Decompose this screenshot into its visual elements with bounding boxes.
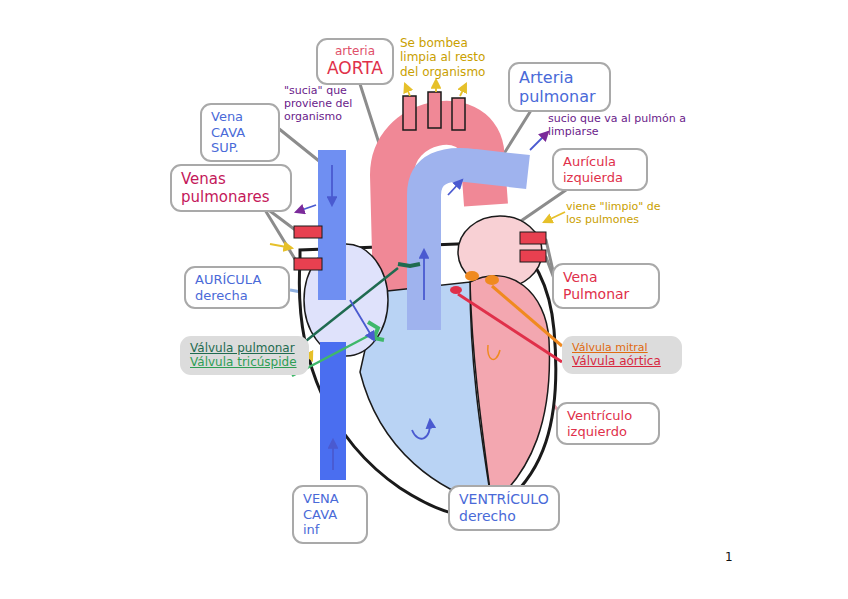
label-box: Vena Pulmonar [552, 263, 660, 309]
handwritten-note: "sucia" que proviene del organismo [284, 84, 380, 124]
part-name: Vena CAVA SUP. [211, 109, 269, 156]
part-name: VENA CAVA inf [303, 491, 357, 538]
valve-name: Válvula tricúspide [190, 355, 299, 369]
label-box: Aurícula izquierda [552, 148, 648, 191]
part-name: Arteria pulmonar [519, 68, 600, 106]
handwritten-note: sucio que va al pulmón a limpiarse [548, 112, 698, 138]
label-box: arteriaAORTA [316, 38, 394, 85]
part-name: Aurícula izquierda [563, 154, 637, 185]
handwritten-note: Se bombea limpia al resto del organismo [400, 36, 504, 79]
part-name: arteria [327, 44, 383, 58]
label-box: Vena CAVA SUP. [200, 103, 280, 162]
part-name: VENTRÍCULO derecho [459, 491, 549, 525]
part-name: AURÍCULA derecha [195, 272, 279, 303]
valve-band: Válvula pulmonarVálvula tricúspide [180, 336, 309, 375]
valve-name: Válvula aórtica [572, 354, 672, 368]
label-box: VENA CAVA inf [292, 485, 368, 544]
part-name: AORTA [327, 58, 383, 78]
part-name: Venas pulmonares [181, 170, 281, 206]
valve-name: Válvula pulmonar [190, 341, 299, 355]
label-box: VENTRÍCULO derecho [448, 485, 560, 531]
handwritten-note: viene "limpio" de los pulmones [566, 200, 662, 226]
label-box: Ventrículo izquierdo [556, 402, 660, 445]
valve-name: Válvula mitral [572, 341, 672, 354]
page-number: 1 [725, 550, 745, 564]
label-box: Arteria pulmonar [508, 62, 611, 112]
part-name: Vena Pulmonar [563, 269, 649, 303]
part-name: Ventrículo izquierdo [567, 408, 649, 439]
valve-band: Válvula mitralVálvula aórtica [562, 336, 682, 374]
label-box: AURÍCULA derecha [184, 266, 290, 309]
label-box: Venas pulmonares [170, 164, 292, 212]
